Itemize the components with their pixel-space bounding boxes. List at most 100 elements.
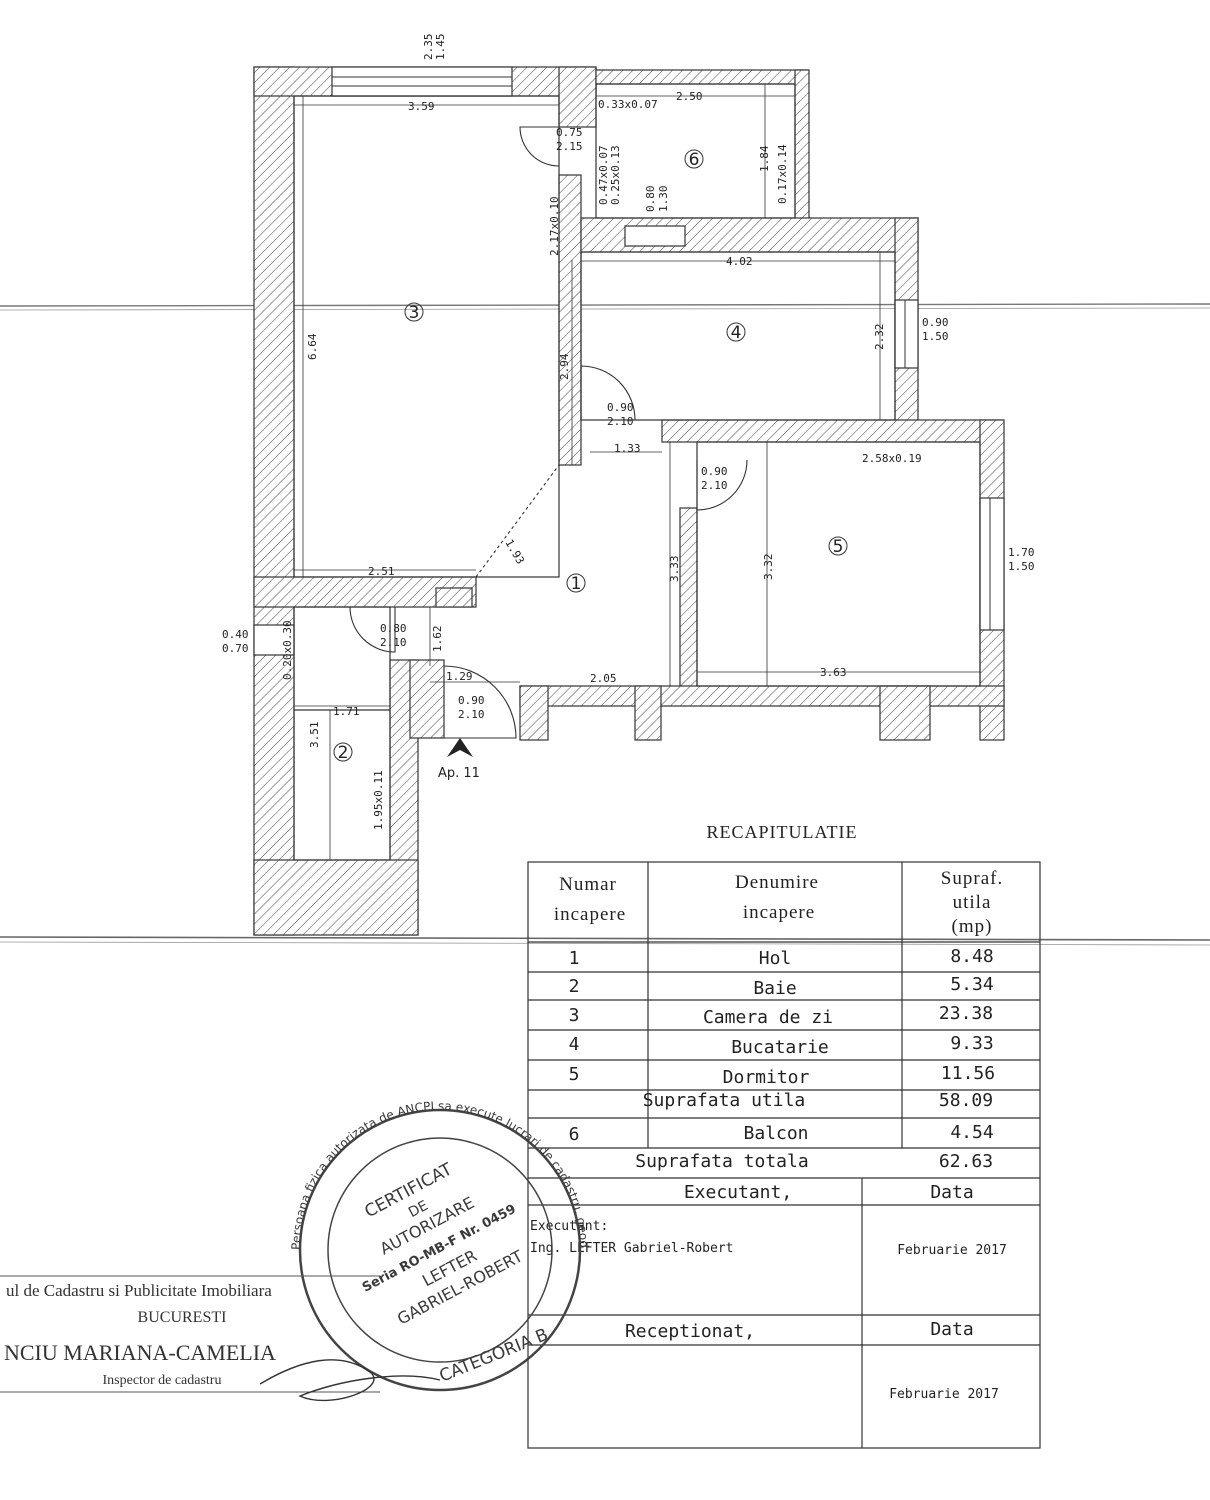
executant-line1: Executant: bbox=[530, 1219, 608, 1234]
executant-name: Ing. LEFTER Gabriel-Robert bbox=[530, 1241, 734, 1256]
svg-text:Balcon: Balcon bbox=[743, 1123, 808, 1144]
room-number-4: 4 bbox=[726, 322, 746, 343]
office-line4: Inspector de cadastru bbox=[103, 1373, 222, 1388]
dim-label: 0.17x0.14 bbox=[776, 144, 789, 204]
dim-label: 3.63 bbox=[820, 666, 847, 679]
table-row: 2 Baie 5.34 bbox=[569, 974, 994, 999]
room-number-5: 5 bbox=[828, 536, 848, 557]
entrance-marker: Ap. 11 bbox=[438, 738, 480, 781]
door-swings bbox=[349, 126, 748, 739]
svg-text:Suprafata utila: Suprafata utila bbox=[643, 1090, 806, 1111]
dim-label: 1.50 bbox=[1008, 560, 1035, 573]
dim-label: 0.20x0.30 bbox=[281, 620, 294, 680]
dim-label: 4.02 bbox=[726, 255, 753, 268]
dim-label: 0.40 bbox=[222, 628, 249, 641]
dim-label: 2.10 bbox=[607, 415, 634, 428]
entrance-label: Ap. 11 bbox=[438, 766, 480, 781]
dim-label: 2.10 bbox=[701, 479, 728, 492]
dim-label: 1.50 bbox=[922, 330, 949, 343]
dim-label: 0.90 bbox=[458, 694, 485, 707]
svg-text:5.34: 5.34 bbox=[950, 974, 993, 995]
svg-text:4.54: 4.54 bbox=[950, 1122, 993, 1143]
dim-label: 0.47x0.07 bbox=[597, 145, 610, 205]
header-denumire: Denumire bbox=[735, 872, 819, 893]
svg-text:1: 1 bbox=[569, 948, 580, 969]
office-line2: BUCURESTI bbox=[138, 1309, 227, 1326]
dim-label: 0.75 bbox=[556, 126, 583, 139]
dim-label: 2.15 bbox=[556, 140, 583, 153]
svg-text:Suprafata totala: Suprafata totala bbox=[635, 1151, 808, 1172]
svg-text:23.38: 23.38 bbox=[939, 1003, 993, 1024]
dim-label: 0.90 bbox=[922, 316, 949, 329]
dim-label: 1.70 bbox=[1008, 546, 1035, 559]
dim-label: 1.33 bbox=[614, 442, 641, 455]
table-row: 3 Camera de zi 23.38 bbox=[569, 1003, 994, 1028]
dim-label: 2.05 bbox=[590, 672, 617, 685]
dim-label: 2.51 bbox=[368, 565, 395, 578]
executant-date: Februarie 2017 bbox=[897, 1243, 1007, 1258]
signature-scribble bbox=[259, 1359, 441, 1402]
table-row: 6 Balcon 4.54 bbox=[569, 1122, 994, 1145]
dim-label: 3.33 bbox=[668, 556, 681, 583]
dim-label: 2.50 bbox=[676, 90, 703, 103]
recap-title: RECAPITULATIE bbox=[707, 822, 858, 842]
svg-text:5: 5 bbox=[833, 537, 844, 557]
table-row: 4 Bucatarie 9.33 bbox=[569, 1033, 994, 1058]
room-numbers: 1 2 3 4 5 6 bbox=[333, 149, 848, 763]
svg-text:6: 6 bbox=[569, 1124, 580, 1145]
window-marks bbox=[332, 76, 991, 630]
dim-label: 0.33x0.07 bbox=[598, 98, 658, 111]
dim-label: 1.30 bbox=[657, 186, 670, 213]
dim-label: 3.51 bbox=[308, 722, 321, 749]
dim-label: 0.90 bbox=[701, 465, 728, 478]
recap-header: Numar incapere Denumire incapere Supraf.… bbox=[554, 868, 1002, 937]
executant-label: Executant, bbox=[684, 1182, 792, 1203]
dim-label: 1.62 bbox=[431, 626, 444, 653]
dimension-labels: 2.35 1.45 3.59 2.50 0.33x0.07 0.75 2.15 … bbox=[222, 34, 1035, 831]
dim-label: 2.94 bbox=[558, 353, 571, 380]
dim-label: 0.90 bbox=[607, 401, 634, 414]
recap-table: RECAPITULATIE Numar incapere Denumire in… bbox=[527, 822, 1041, 1449]
header-numar-incapere: incapere bbox=[554, 904, 626, 925]
dim-label: 2.32 bbox=[873, 324, 886, 351]
dim-label: 1.95x0.11 bbox=[372, 770, 385, 830]
table-row: 1 Hol 8.48 bbox=[569, 946, 994, 969]
dim-label: 1.29 bbox=[446, 670, 473, 683]
header-denumire-incapere: incapere bbox=[743, 902, 815, 923]
dim-label: 0.25x0.13 bbox=[609, 145, 622, 205]
table-row-total: Suprafata totala 62.63 bbox=[635, 1151, 993, 1172]
dim-label: 3.32 bbox=[762, 554, 775, 581]
entrance-arrow-icon bbox=[447, 738, 473, 757]
svg-text:Hol: Hol bbox=[759, 948, 792, 969]
svg-text:4: 4 bbox=[569, 1034, 580, 1055]
dimension-lines bbox=[294, 84, 980, 860]
stamp-ring-text: Persoana fizica autorizata de ANCPI sa e… bbox=[0, 0, 591, 1250]
svg-text:62.63: 62.63 bbox=[939, 1151, 993, 1172]
dim-label: 1.71 bbox=[333, 705, 360, 718]
svg-text:58.09: 58.09 bbox=[939, 1090, 993, 1111]
dim-label: 2.35 bbox=[422, 34, 435, 61]
executant-data-label: Data bbox=[930, 1182, 973, 1203]
walls bbox=[253, 66, 1005, 936]
dim-label: 2.10 bbox=[380, 636, 407, 649]
dim-label: 1.93 bbox=[502, 537, 527, 566]
svg-text:2: 2 bbox=[569, 976, 580, 997]
header-utila: utila bbox=[953, 892, 992, 913]
scan-lines bbox=[0, 303, 1210, 946]
svg-text:Dormitor: Dormitor bbox=[723, 1067, 810, 1088]
dim-label: 1.45 bbox=[434, 34, 447, 61]
room-number-3: 3 bbox=[404, 302, 424, 323]
svg-text:4: 4 bbox=[731, 323, 742, 343]
header-numar: Numar bbox=[559, 874, 617, 895]
svg-text:8.48: 8.48 bbox=[950, 946, 993, 967]
svg-text:Baie: Baie bbox=[753, 978, 796, 999]
dim-label: 6.64 bbox=[306, 333, 319, 360]
room-number-1: 1 bbox=[566, 573, 586, 594]
office-line3: NCIU MARIANA-CAMELIA bbox=[4, 1340, 276, 1365]
svg-text:11.56: 11.56 bbox=[941, 1063, 995, 1084]
office-stamp: ul de Cadastru si Publicitate Imobiliara… bbox=[0, 1275, 441, 1402]
dim-label: 0.80 bbox=[644, 186, 657, 213]
svg-text:2: 2 bbox=[338, 743, 349, 763]
room-number-6: 6 bbox=[684, 149, 704, 170]
